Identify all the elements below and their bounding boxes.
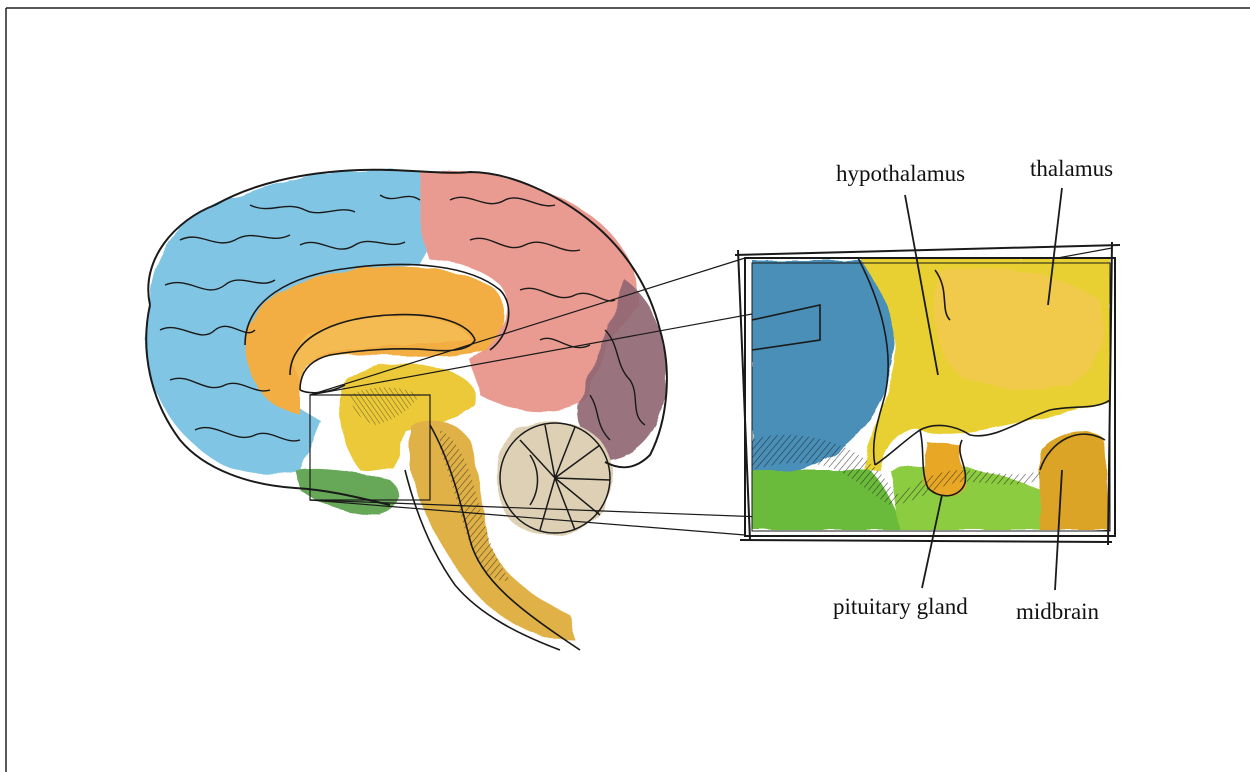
label-hypothalamus: hypothalamus <box>836 162 965 185</box>
label-pituitary-gland: pituitary gland <box>833 595 968 618</box>
label-thalamus: thalamus <box>1030 157 1113 180</box>
inset-midbrain-region <box>1040 431 1110 530</box>
label-midbrain: midbrain <box>1016 600 1099 623</box>
inset-illustration <box>735 188 1120 590</box>
